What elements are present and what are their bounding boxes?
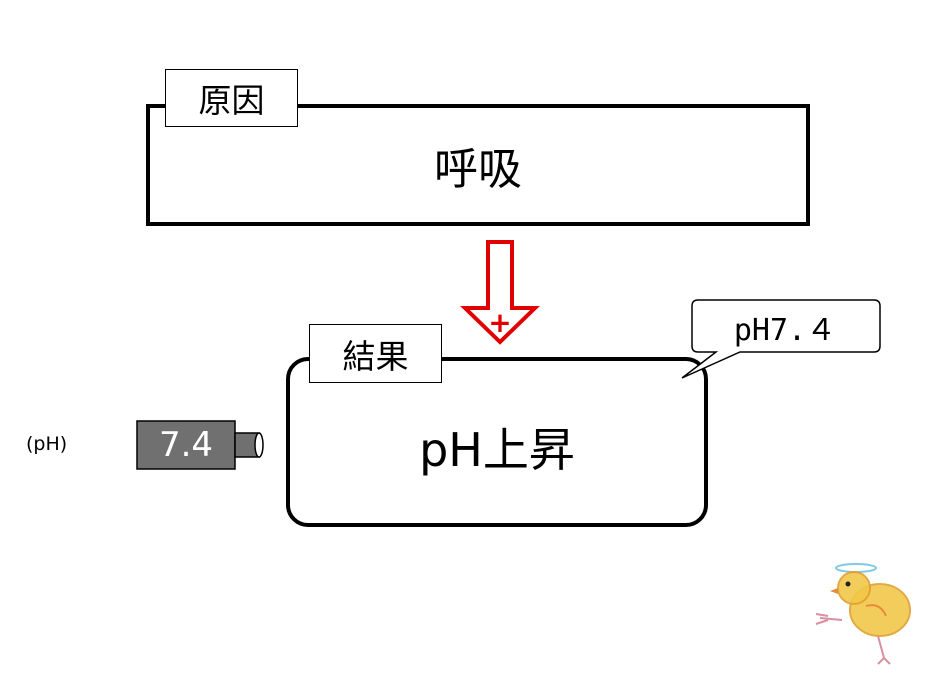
meter-body <box>136 420 236 470</box>
speech-bubble-shape <box>681 299 881 379</box>
result-text: pH上昇 <box>419 423 575 477</box>
arrow-plus-sign: + <box>488 306 511 339</box>
arrow-shape <box>460 240 540 345</box>
speech-bubble-text: pH7.４ <box>733 313 837 348</box>
ph-unit-label: (pH) <box>26 433 68 455</box>
ph-meter-icon <box>136 420 264 470</box>
cause-text: 呼吸 <box>434 144 522 195</box>
down-arrow-icon: + <box>460 240 540 345</box>
chick-icon <box>815 563 911 665</box>
meter-probe-tip <box>254 432 264 458</box>
cause-tag: 原因 <box>165 69 298 127</box>
result-tag: 結果 <box>309 324 442 383</box>
speech-bubble <box>681 299 881 379</box>
result-box: pH上昇 <box>286 357 708 527</box>
ph-meter-value: 7.4 <box>158 425 214 465</box>
